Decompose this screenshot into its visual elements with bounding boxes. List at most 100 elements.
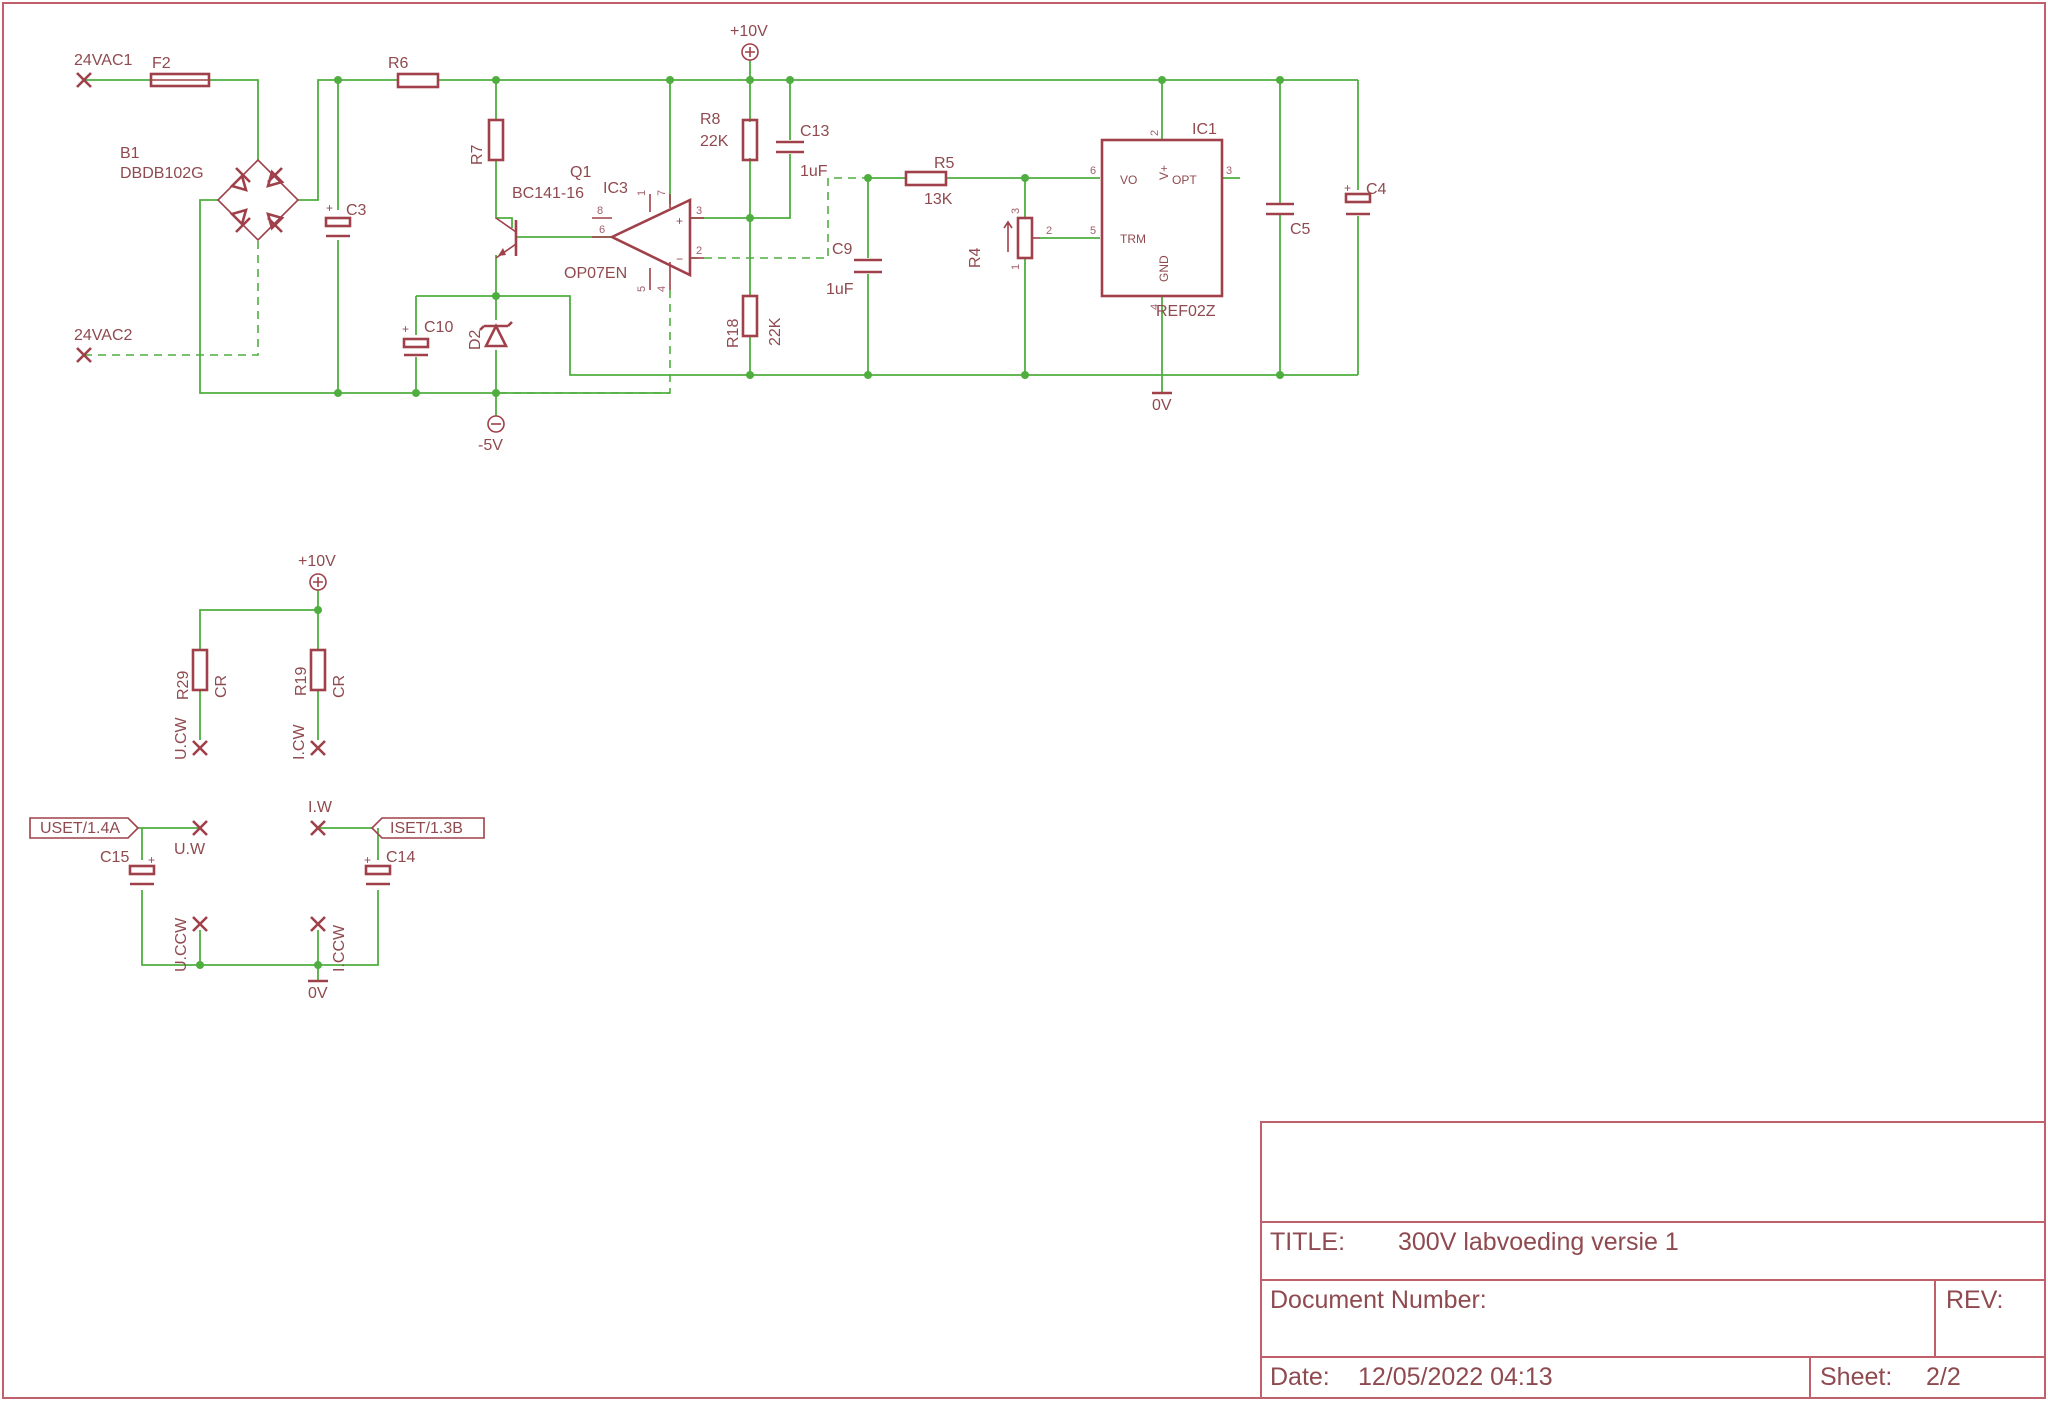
opamp-pin-1: 1 [636, 190, 648, 196]
opamp-pin-6: 6 [599, 224, 605, 236]
svg-text:+: + [1344, 181, 1351, 195]
ic1-pin-label-vo: VO [1120, 173, 1137, 187]
q1-name: Q1 [570, 164, 591, 181]
ic1-pin-4: 4 [1149, 304, 1161, 310]
opamp-minus-sign: − [676, 252, 683, 266]
ground-label-top: 0V [1152, 397, 1172, 414]
iset-label: ISET/1.3B [390, 820, 463, 837]
r29-value: CR [213, 675, 230, 698]
r5-value: 13K [924, 191, 953, 208]
ground-label-bottom: 0V [308, 985, 328, 1002]
iw-label: I.W [308, 799, 333, 816]
uset-label: USET/1.4A [40, 820, 120, 837]
c9-name: C9 [832, 241, 853, 258]
opamp-plus-sign: + [676, 214, 683, 228]
opamp-pin-4: 4 [656, 286, 668, 292]
icw-label: I.CW [291, 724, 308, 760]
bridge-value: DBDB102G [120, 165, 204, 182]
junctions-top [334, 76, 1284, 397]
ic1-pin-6: 6 [1090, 165, 1096, 177]
opamp-ic3: 8 6 1 7 3 2 5 4 + − IC3 OP07EN [564, 180, 704, 292]
r7-label: R7 [469, 144, 486, 165]
ac1-label: 24VAC1 [74, 52, 133, 69]
resistor-r7: R7 [469, 118, 505, 165]
r19-name: R19 [293, 667, 310, 696]
ac1-terminal[interactable]: 24VAC1 [74, 52, 133, 88]
fuse-label: F2 [152, 55, 171, 72]
uccw-terminal[interactable]: U.CCW [173, 916, 208, 972]
iccw-terminal[interactable]: I.CCW [310, 916, 348, 972]
ic1-pin-label-opt: OPT [1172, 173, 1197, 187]
positive-supply-symbol: +10V [730, 23, 768, 80]
uset-net-label: USET/1.4A [29, 817, 140, 839]
ic1-name: IC1 [1192, 121, 1217, 138]
capacitor-c5: C5 [1266, 202, 1311, 238]
r18-name: R18 [725, 319, 742, 348]
opamp-pin-3: 3 [696, 205, 702, 217]
ucw-terminal[interactable]: U.CW [173, 716, 208, 760]
potentiometer-r4: 3 2 1 R4 [967, 208, 1052, 270]
uw-terminal[interactable]: U.W [174, 820, 208, 858]
c3-label: C3 [346, 202, 367, 219]
airwires [84, 177, 868, 394]
c10-label: C10 [424, 319, 453, 336]
fuse-f2: F2 [149, 55, 211, 88]
svg-text:+: + [326, 201, 333, 215]
capacitor-c14: + C14 [364, 849, 415, 886]
capacitor-c13: C13 1uF [776, 123, 829, 180]
r4-name: R4 [967, 247, 984, 268]
r8-value: 22K [700, 133, 729, 150]
r8-name: R8 [700, 111, 721, 128]
r29-name: R29 [175, 671, 192, 700]
bridge-rectifier-b1: B1 DBDB102G [120, 145, 300, 242]
c9-value: 1uF [826, 281, 854, 298]
capacitor-c10: + C10 [402, 319, 453, 357]
iset-net-label: ISET/1.3B [370, 817, 485, 839]
resistor-r18: R18 22K [725, 294, 784, 348]
svg-text:+: + [402, 322, 409, 336]
ic1-pin-2: 2 [1149, 130, 1161, 136]
svg-text:+: + [148, 853, 155, 867]
c4-label: C4 [1366, 181, 1387, 198]
uw-label: U.W [174, 841, 206, 858]
opamp-value: OP07EN [564, 265, 627, 282]
transistor-q1: Q1 BC141-16 [495, 164, 591, 259]
ac2-terminal[interactable]: 24VAC2 [74, 327, 133, 363]
c14-label: C14 [386, 849, 415, 866]
r4-pin-1: 1 [1010, 264, 1022, 270]
resistor-r29: R29 CR [175, 648, 230, 700]
iw-terminal[interactable]: I.W [308, 799, 333, 836]
ac2-label: 24VAC2 [74, 327, 133, 344]
opamp-pin-7: 7 [656, 190, 668, 196]
negative-supply-symbol: -5V [478, 415, 505, 454]
opamp-pin-8: 8 [597, 205, 603, 217]
ucw-label: U.CW [173, 716, 190, 760]
uccw-label: U.CCW [173, 917, 190, 972]
r4-pin-3: 3 [1010, 208, 1022, 214]
ic1-value: REF02Z [1156, 303, 1216, 320]
r18-value: 22K [767, 317, 784, 346]
zener-d2: D2 [467, 321, 513, 350]
title-label: TITLE: [1270, 1228, 1345, 1256]
resistor-r8: R8 22K [700, 111, 759, 162]
r6-label: R6 [388, 55, 409, 72]
iccw-label: I.CCW [331, 924, 348, 972]
ic1-pin-label-vplus: V+ [1157, 165, 1171, 180]
c15-label: C15 [100, 849, 129, 866]
r19-value: CR [331, 675, 348, 698]
ic1-pin-3: 3 [1226, 165, 1232, 177]
title-value: 300V labvoeding versie 1 [1398, 1228, 1679, 1256]
rev-label: REV: [1946, 1286, 2003, 1314]
wires-top [84, 79, 1359, 416]
neg-rail-label: -5V [478, 437, 503, 454]
wires-bottom [138, 600, 379, 980]
icw-terminal[interactable]: I.CW [291, 724, 326, 760]
sheet-value: 2/2 [1926, 1363, 1961, 1391]
bridge-name: B1 [120, 145, 140, 162]
opamp-pin-2: 2 [696, 245, 702, 257]
capacitor-c4: + C4 [1344, 181, 1387, 216]
date-value: 12/05/2022 04:13 [1358, 1363, 1553, 1391]
positive-supply-symbol-bottom: +10V [298, 553, 336, 600]
